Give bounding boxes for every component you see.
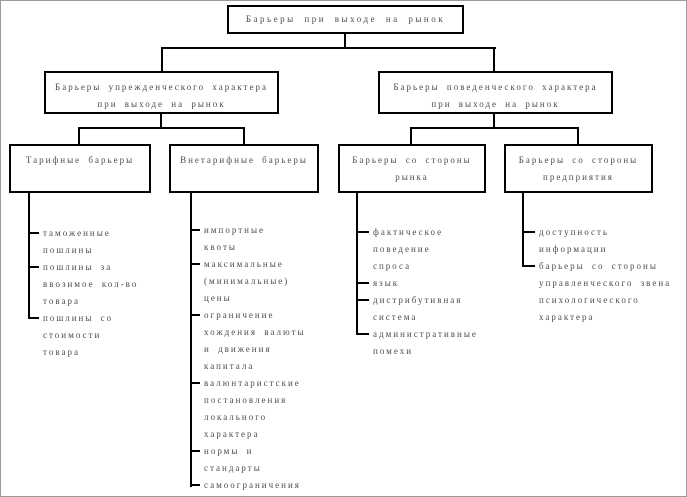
connector-line [493,114,495,129]
dash-icon [190,484,200,486]
list-item: барьеры со стороны управленческого звена… [522,258,672,326]
list-item-text: ограничение хождения валюты и движения к… [204,310,306,371]
list-item: нормы и стандарты [190,443,306,477]
list-item-text: пошлины со стоимости товара [43,313,114,357]
list-item-text: пошлины за ввозимое кол-во товара [43,262,139,306]
tariff-list: таможенные пошлины пошлины за ввозимое к… [28,225,139,361]
connector-line [344,34,346,49]
connector-line [160,114,162,129]
group-box-enterprise: Барьеры со стороны предприятия [504,144,653,193]
connector-line [410,127,579,129]
list-item: дистрибутивная система [356,292,478,326]
list-item-text: фактическое поведение спроса [373,227,444,271]
dash-icon [28,317,39,319]
connector-line [243,127,245,144]
connector-line [161,47,496,49]
list-item-text: максимальные (минимальные) цены [204,259,290,303]
list-item-text: самоограничения [204,480,301,490]
list-spine-line [190,193,192,487]
list-item-text: валюнтаристские постановления локального… [204,378,301,439]
group-box-tariff: Тарифные барьеры [9,144,151,193]
list-item-text: язык [373,278,400,288]
market-list: фактическое поведение спроса язык дистри… [356,224,478,360]
branch-title: Барьеры упрежденческого характера при вы… [55,82,268,109]
list-item: таможенные пошлины [28,225,138,259]
list-item: фактическое поведение спроса [356,224,478,275]
dash-icon [522,231,535,233]
branch-title: Барьеры поведенческого характера при вых… [393,82,598,109]
root-title: Барьеры при выходе на рынок [245,14,446,24]
list-item: пошлины за ввозимое кол-во товара [28,259,139,310]
dash-icon [28,266,39,268]
dash-icon [190,382,200,384]
group-title: Внетарифные барьеры [180,155,308,165]
list-spine-line [28,193,30,319]
list-item-text: импортные квоты [204,225,266,252]
dash-icon [356,231,369,233]
group-box-nontariff: Внетарифные барьеры [169,144,319,193]
list-item: пошлины со стоимости товара [28,310,138,361]
list-item-text: дистрибутивная система [373,295,463,322]
enterprise-list: доступность информации барьеры со сторон… [522,224,672,326]
connector-line [78,127,245,129]
list-item: импортные квоты [190,222,306,256]
dash-icon [522,265,535,267]
nontariff-list: импортные квоты максимальные (минимальны… [190,222,306,494]
dash-icon [356,282,369,284]
dash-icon [356,299,369,301]
group-title: Барьеры со стороны рынка [352,155,472,182]
connector-line [577,127,579,144]
group-title: Барьеры со стороны предприятия [518,155,639,182]
list-item: доступность информации [522,224,671,258]
dash-icon [28,232,39,234]
group-box-market: Барьеры со стороны рынка [338,144,486,193]
dash-icon [190,229,200,231]
list-item: самоограничения [190,477,306,494]
list-item-text: административные помехи [373,329,478,356]
connector-line [78,127,80,144]
list-item-text: таможенные пошлины [43,228,111,255]
dash-icon [190,314,200,316]
dash-icon [190,450,200,452]
dash-icon [356,333,369,335]
list-spine-line [522,193,524,267]
branch-box-preventive: Барьеры упрежденческого характера при вы… [44,71,279,114]
list-item: административные помехи [356,326,478,360]
connector-line [161,47,163,71]
group-title: Тарифные барьеры [25,155,135,165]
dash-icon [190,263,200,265]
list-item: максимальные (минимальные) цены [190,256,306,307]
root-box: Барьеры при выходе на рынок [227,5,464,34]
list-item: ограничение хождения валюты и движения к… [190,307,306,375]
list-item-text: барьеры со стороны управленческого звена… [539,261,672,322]
connector-line [493,47,495,71]
list-item-text: доступность информации [539,227,610,254]
list-item: валюнтаристские постановления локального… [190,375,306,443]
list-item: язык [356,275,478,292]
list-spine-line [356,193,358,335]
list-item-text: нормы и стандарты [204,446,262,473]
branch-box-behavioral: Барьеры поведенческого характера при вых… [378,71,613,114]
connector-line [410,127,412,144]
